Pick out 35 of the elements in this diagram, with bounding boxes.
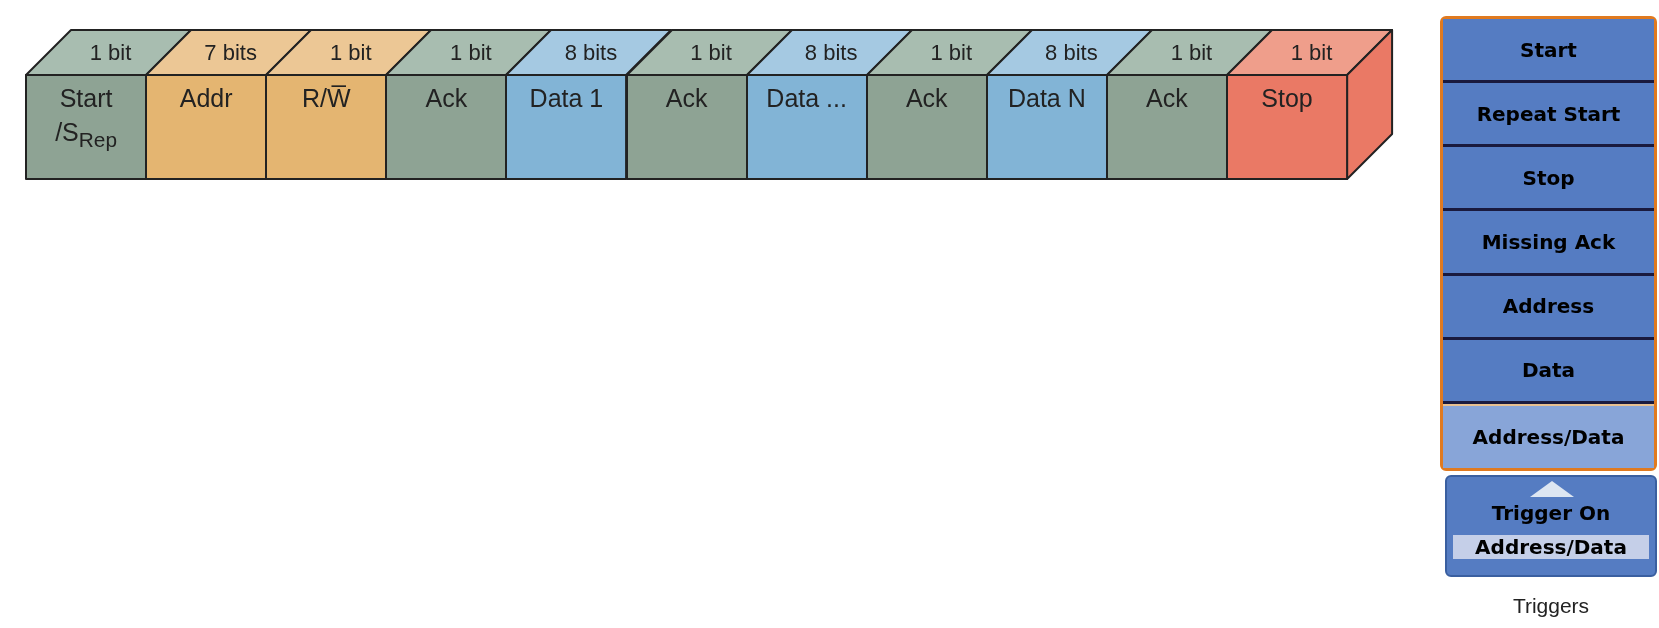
field-label: Data ... — [765, 83, 848, 114]
field-label: Ack — [1145, 83, 1189, 114]
field-label: Ack — [664, 83, 709, 114]
bit-count: 1 bit — [88, 40, 133, 66]
bit-count: 1 bit — [328, 40, 373, 66]
field-label: Data N — [1006, 83, 1087, 114]
field-label: Addr — [178, 83, 234, 114]
trigger-button — [1445, 475, 1657, 577]
bit-count: 8 bits — [1044, 40, 1099, 66]
field-label: Stop — [1260, 83, 1314, 114]
field-label: Data 1 — [528, 83, 605, 114]
bit-count: 1 bit — [689, 40, 733, 66]
menu-item: Start — [1443, 19, 1654, 84]
bit-count: 1 bit — [1289, 40, 1334, 66]
caption: Triggers — [1511, 594, 1591, 618]
menu-item: Address — [1443, 275, 1654, 340]
bit-count: 1 bit — [929, 40, 974, 66]
bit-count: 1 bit — [1169, 40, 1214, 66]
trigger-menu-panel — [1440, 16, 1657, 471]
bit-field-block — [1227, 30, 1393, 179]
menu-item: Address/Data — [1443, 403, 1654, 468]
selected-value: Address/Data — [1453, 535, 1649, 559]
menu-item: Data — [1443, 339, 1654, 404]
button-label: Trigger On — [1490, 501, 1612, 525]
menu-item: Missing Ack — [1443, 211, 1654, 276]
field-label: Ack — [424, 83, 469, 114]
field-label: Start /S$_{Rep}$ — [54, 83, 118, 153]
menu-item: Stop — [1443, 147, 1654, 212]
field-label: R/W̅ — [300, 83, 352, 114]
bit-count: 1 bit — [449, 40, 493, 66]
bit-count: 8 bits — [563, 40, 619, 66]
bit-count: 7 bits — [203, 40, 258, 66]
field-label: Ack — [904, 83, 949, 114]
menu-item: Repeat Start — [1443, 83, 1654, 148]
bit-count: 8 bits — [803, 40, 859, 66]
